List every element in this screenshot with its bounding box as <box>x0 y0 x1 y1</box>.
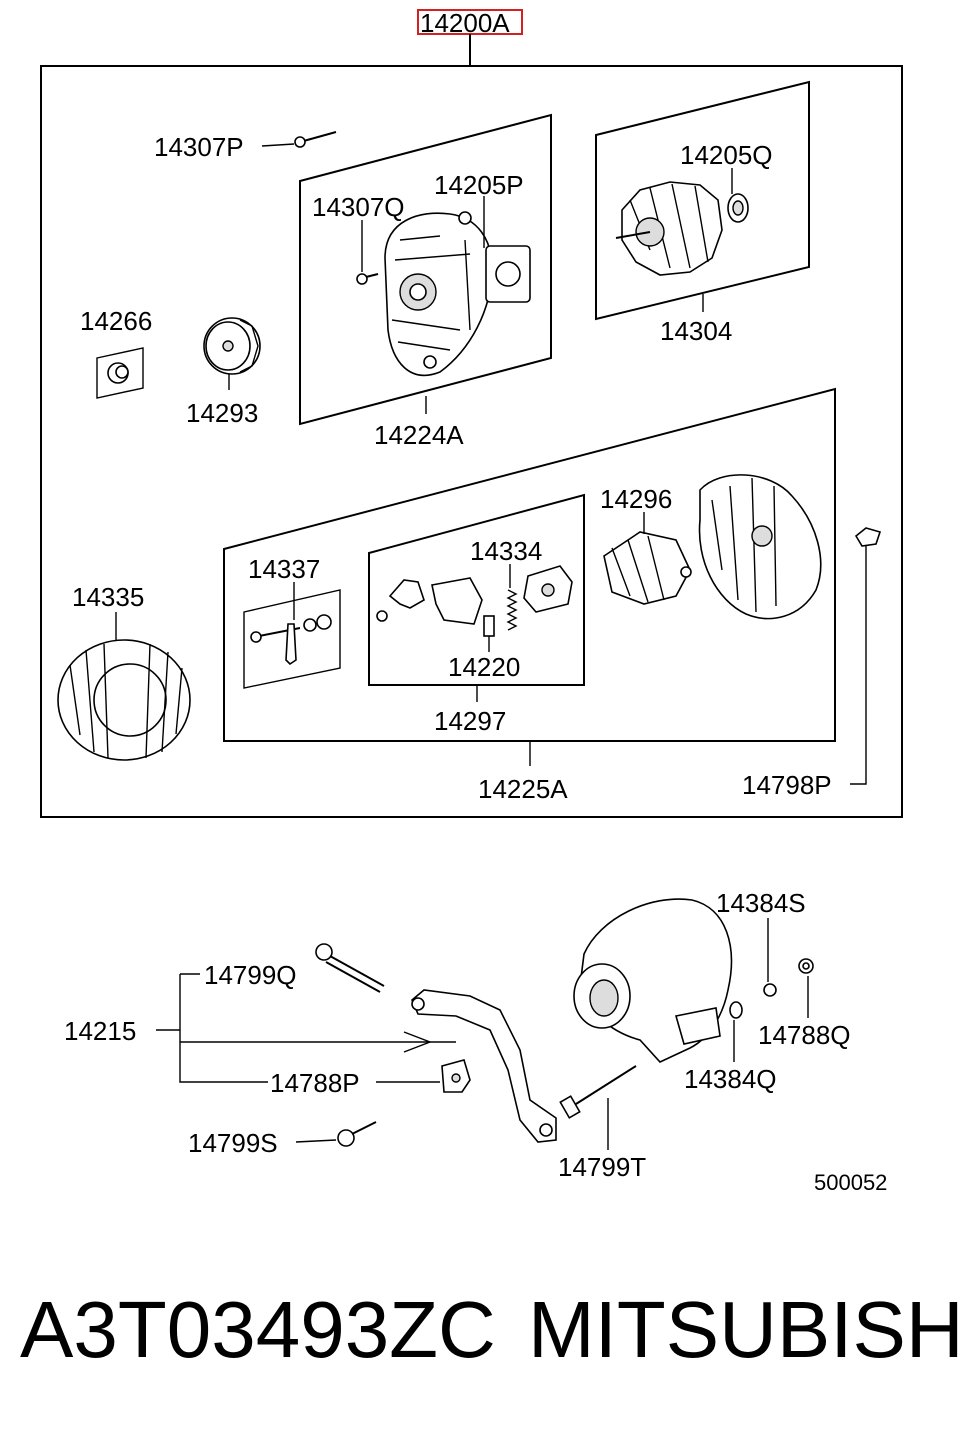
label-insulator[interactable]: 14266 <box>80 306 152 336</box>
label-washer[interactable]: 14384Q <box>684 1064 777 1094</box>
label-bolt-lower[interactable]: 14799S <box>188 1128 278 1158</box>
spacer-part[interactable] <box>441 1059 471 1093</box>
label-rotor[interactable]: 14304 <box>660 316 732 346</box>
mounting-bracket-arm[interactable] <box>411 989 557 1143</box>
label-front-bracket[interactable]: 14224A <box>374 420 464 450</box>
screw-14307q[interactable] <box>356 273 379 285</box>
label-rectifier[interactable]: 14296 <box>600 484 672 514</box>
terminal-kit-part[interactable] <box>250 614 332 666</box>
label-stator[interactable]: 14335 <box>72 582 144 612</box>
pulley-part[interactable] <box>203 317 261 375</box>
rear-bracket-panel <box>223 387 836 742</box>
bolt-upper-part[interactable] <box>315 943 385 993</box>
front-bracket-body[interactable] <box>384 211 531 377</box>
assembly-frame <box>40 65 903 818</box>
label-nut-right[interactable]: 14384S <box>716 888 806 918</box>
through-bolt-part[interactable] <box>854 527 882 547</box>
label-brush-spring[interactable]: 14334 <box>470 536 542 566</box>
label-bolt-upper[interactable]: 14799Q <box>204 960 297 990</box>
label-through-bolt[interactable]: 14798P <box>742 770 832 800</box>
stator-part[interactable] <box>57 639 191 761</box>
washer-part[interactable] <box>729 1001 743 1019</box>
rectifier-part[interactable] <box>603 531 692 605</box>
insulator-part[interactable] <box>107 362 129 384</box>
label-brush[interactable]: 14220 <box>448 652 520 682</box>
alternator-body[interactable] <box>573 898 733 1063</box>
rotor-panel <box>595 80 810 321</box>
label-assembly[interactable]: 14200A <box>420 8 510 38</box>
label-regulator[interactable]: 14297 <box>434 706 506 736</box>
nut-right-part[interactable] <box>763 983 777 997</box>
nut-far-right-part[interactable] <box>798 958 814 974</box>
front-bracket-panel <box>299 113 552 426</box>
label-screw-small[interactable]: 14307Q <box>312 192 405 222</box>
label-rotor-bearing[interactable]: 14205Q <box>680 140 773 170</box>
label-bracket-assy[interactable]: 14215 <box>64 1016 136 1046</box>
label-spacer[interactable]: 14788P <box>270 1068 360 1098</box>
regulator-part[interactable] <box>376 577 495 637</box>
label-nut-far-right[interactable]: 14788Q <box>758 1020 851 1050</box>
brush-spring-part[interactable] <box>506 565 573 631</box>
label-rear-bracket[interactable]: 14225A <box>478 774 568 804</box>
bolt-lower-part[interactable] <box>337 1121 377 1147</box>
regulator-panel <box>368 493 585 686</box>
rear-bracket-body[interactable] <box>698 474 822 620</box>
label-terminal-kit[interactable]: 14337 <box>248 554 320 584</box>
terminal-kit-panel <box>243 589 341 689</box>
caption-part-number: A3T03493ZC <box>20 1285 496 1374</box>
label-shaft-bearing[interactable]: 14205P <box>434 170 524 200</box>
long-bolt-part[interactable] <box>559 1065 637 1119</box>
label-screw-bolt[interactable]: 14307P <box>154 132 244 162</box>
label-pulley[interactable]: 14293 <box>186 398 258 428</box>
rotor-body[interactable] <box>615 181 749 276</box>
diagram-id: 500052 <box>814 1170 887 1195</box>
caption-brand: MITSUBISHI <box>528 1285 960 1374</box>
insulator-panel <box>96 347 144 399</box>
label-long-bolt[interactable]: 14799T <box>558 1152 646 1182</box>
bolt-14307p[interactable] <box>294 131 337 148</box>
